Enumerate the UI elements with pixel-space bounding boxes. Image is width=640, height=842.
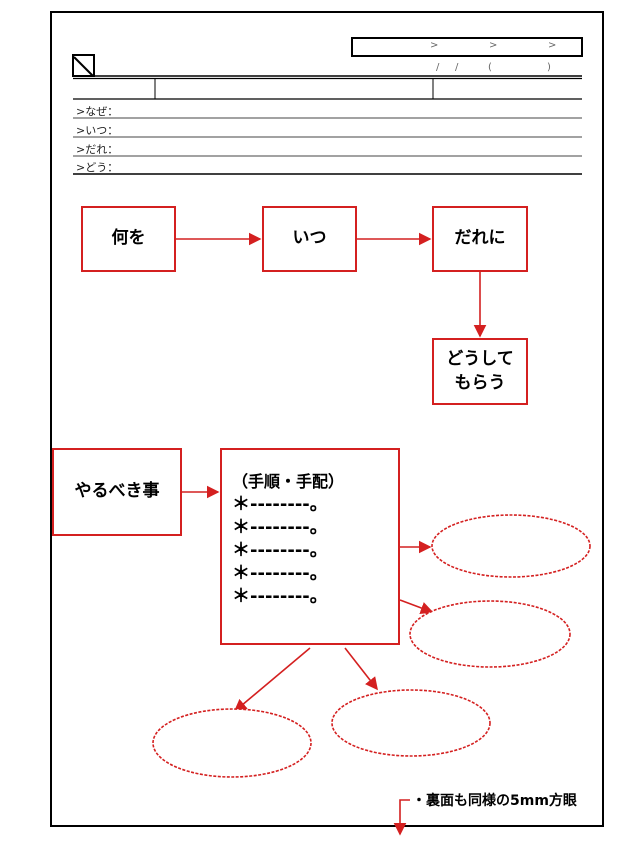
ellipse-blank-2 bbox=[409, 600, 571, 668]
date-mark: ) bbox=[547, 62, 551, 73]
box-how-line2: もらう bbox=[454, 372, 506, 393]
back-side-note: ・裏面も同様の5mm方眼 bbox=[412, 790, 577, 810]
header-mark: > bbox=[430, 40, 439, 51]
procedure-item: ＊--------。 bbox=[232, 586, 328, 607]
field-why-label: >なぜ： bbox=[76, 105, 119, 118]
box-when: いつ bbox=[262, 206, 357, 272]
ellipse-blank-1 bbox=[431, 514, 591, 578]
header-box bbox=[351, 37, 583, 57]
box-what: 何を bbox=[81, 206, 176, 272]
field-how-label: >どう： bbox=[76, 161, 119, 174]
procedure-item: ＊--------。 bbox=[232, 517, 328, 538]
procedure-list: （手順・手配） ＊--------。 ＊--------。 ＊--------。… bbox=[232, 470, 344, 608]
date-mark: / bbox=[455, 62, 459, 73]
box-how-line1: どうして bbox=[446, 348, 514, 369]
box-how: どうして もらう bbox=[432, 338, 528, 405]
field-when-label: >いつ： bbox=[76, 124, 119, 137]
date-mark: / bbox=[436, 62, 440, 73]
ellipse-blank-3 bbox=[331, 689, 491, 757]
field-who-label: >だれ： bbox=[76, 143, 119, 156]
procedure-item: ＊--------。 bbox=[232, 494, 328, 515]
ellipse-blank-4 bbox=[152, 708, 312, 778]
procedure-item: ＊--------。 bbox=[232, 563, 328, 584]
page-border bbox=[50, 11, 604, 827]
procedure-item: ＊--------。 bbox=[232, 540, 328, 561]
box-todo: やるべき事 bbox=[52, 448, 182, 536]
box-procedure bbox=[220, 448, 400, 645]
date-mark: ( bbox=[488, 62, 492, 73]
box-whom: だれに bbox=[432, 206, 528, 272]
header-mark: > bbox=[548, 40, 557, 51]
procedure-heading: （手順・手配） bbox=[232, 472, 345, 491]
header-mark: > bbox=[489, 40, 498, 51]
